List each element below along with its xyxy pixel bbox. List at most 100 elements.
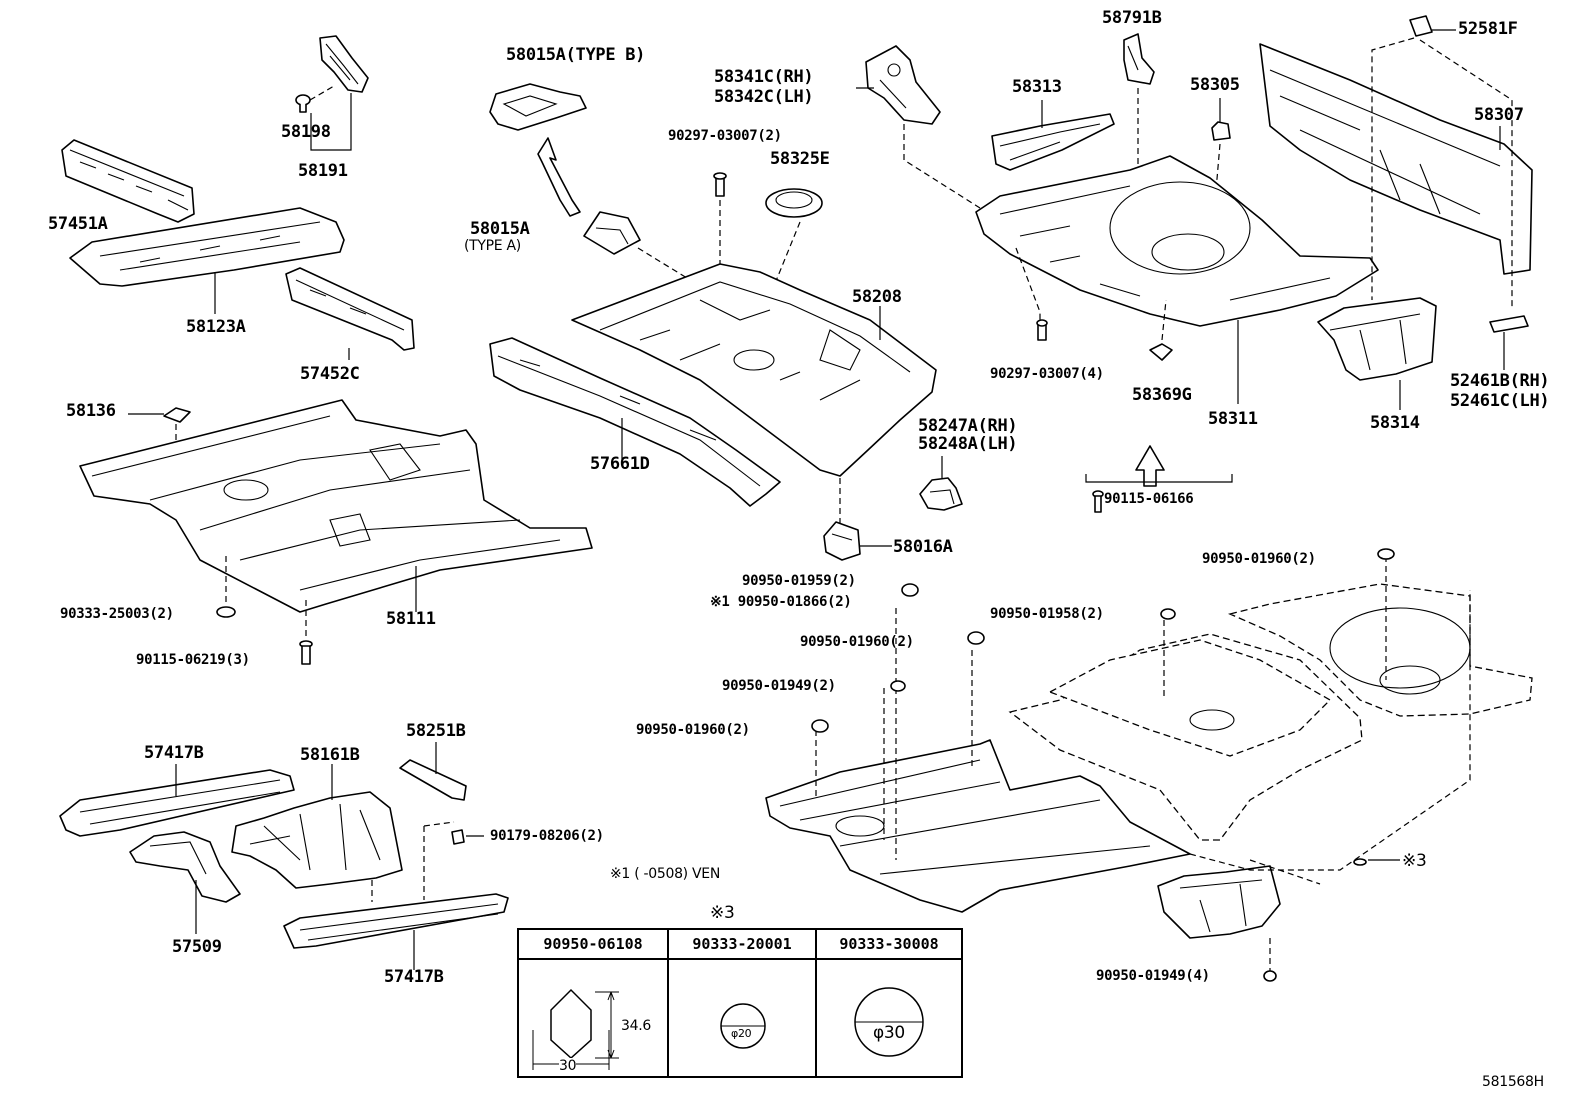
label-58369G: 58369G xyxy=(1132,385,1192,405)
note-ven: ※1 ( -0508) VEN xyxy=(610,866,720,882)
label-58191: 58191 xyxy=(298,161,348,181)
dash-leader xyxy=(309,85,335,101)
dash-leader xyxy=(1371,37,1513,310)
bolt-90115-06166-drawing xyxy=(1092,490,1104,513)
label-90950-01949-2: 90950-01949(2) xyxy=(722,678,836,694)
label-90950-01958: 90950-01958(2) xyxy=(990,606,1104,622)
hex-plug-icon xyxy=(532,988,619,1070)
part-58111-drawing xyxy=(79,399,593,613)
dash-leader xyxy=(1189,590,1471,871)
round-plug-small-icon xyxy=(720,1003,766,1049)
part-58251B-drawing xyxy=(399,759,467,801)
bolt-90297-4-drawing xyxy=(1036,319,1048,341)
dash-leader xyxy=(423,821,455,900)
label-90950-01960-low: 90950-01960(2) xyxy=(636,722,750,738)
label-58791B: 58791B xyxy=(1102,8,1162,28)
part-58305-drawing xyxy=(1211,121,1231,141)
large-diameter-label: φ30 xyxy=(873,1023,905,1043)
label-90297-03007-2: 90297-03007(2) xyxy=(668,128,782,144)
label-57509: 57509 xyxy=(172,937,222,957)
part-58791B-drawing xyxy=(1123,33,1155,85)
clip-90179-08206-drawing xyxy=(451,829,465,845)
bracket-leader-58191 xyxy=(310,93,352,151)
dash-leader xyxy=(815,556,1387,972)
table-mark: ※3 xyxy=(710,903,735,923)
part-57509-drawing xyxy=(129,831,241,903)
label-58015A-typeB: 58015A(TYPE B) xyxy=(506,45,646,65)
label-58311: 58311 xyxy=(1208,409,1258,429)
part-58136-drawing xyxy=(163,407,191,423)
label-58307: 58307 xyxy=(1474,105,1524,125)
part-58247A-drawing xyxy=(919,477,963,511)
label-58123A: 58123A xyxy=(186,317,246,337)
plug-90333-25003-drawing xyxy=(216,606,236,618)
table-header-3: 90333-30008 xyxy=(817,930,961,960)
label-58341C: 58341C(RH) xyxy=(714,67,814,87)
label-58305: 58305 xyxy=(1190,75,1240,95)
part-58016A-drawing xyxy=(823,521,861,561)
part-58314-drawing xyxy=(1317,297,1437,381)
label-52581F: 52581F xyxy=(1458,19,1518,39)
part-58161B-drawing xyxy=(231,791,403,889)
part-58208-drawing xyxy=(571,263,937,477)
dash-leader xyxy=(903,124,981,209)
part-57661D-drawing xyxy=(489,337,781,507)
label-57661D: 57661D xyxy=(590,454,650,474)
label-90179-08206: 90179-08206(2) xyxy=(490,828,604,844)
label-90950-01959: 90950-01959(2) xyxy=(742,573,856,589)
label-57451A: 57451A xyxy=(48,214,108,234)
table-header-1: 90950-06108 xyxy=(519,930,669,960)
part-57452C-drawing xyxy=(285,267,415,351)
label-58111: 58111 xyxy=(386,609,436,629)
label-90333-25003: 90333-25003(2) xyxy=(60,606,174,622)
part-58198-drawing xyxy=(295,94,311,113)
label-57417B-lower: 57417B xyxy=(384,967,444,987)
part-58123A-drawing xyxy=(69,207,345,287)
grommets-drawing xyxy=(811,548,1395,982)
label-58325E: 58325E xyxy=(770,149,830,169)
label-57452C: 57452C xyxy=(300,364,360,384)
small-diameter-label: φ20 xyxy=(731,1027,752,1040)
dash-leader xyxy=(1161,299,1167,341)
label-52461B: 52461B(RH) xyxy=(1450,371,1550,391)
arrow-up-icon xyxy=(1135,445,1165,487)
table-cell-large-plug: φ30 xyxy=(817,960,961,1078)
label-52461C: 52461C(LH) xyxy=(1450,391,1550,411)
group-bracket xyxy=(1085,474,1233,483)
label-58314: 58314 xyxy=(1370,413,1420,433)
part-57417B-upper-drawing xyxy=(59,769,295,837)
label-90115-06219: 90115-06219(3) xyxy=(136,652,250,668)
label-58015A-typeA-note: (TYPE A) xyxy=(464,238,521,254)
label-90297-03007-4: 90297-03007(4) xyxy=(990,366,1104,382)
part-52581F-drawing xyxy=(1409,15,1433,37)
label-90950-01960-top: 90950-01960(2) xyxy=(1202,551,1316,567)
part-57417B-lower-drawing xyxy=(283,893,509,949)
part-58015A-typeA-drawing xyxy=(583,211,641,255)
part-58311-drawing xyxy=(975,155,1379,327)
label-58198: 58198 xyxy=(281,122,331,142)
part-58369G-drawing xyxy=(1149,343,1173,361)
table-cell-hex-plug: 34.6 30 xyxy=(519,960,669,1078)
bolt-90297-drawing xyxy=(713,172,727,197)
plug-58325E-drawing xyxy=(765,188,823,218)
round-plug-large-icon xyxy=(854,987,924,1057)
label-58313: 58313 xyxy=(1012,77,1062,97)
label-mark3: ※3 xyxy=(1402,851,1427,871)
diagram-id: 581568H xyxy=(1482,1074,1544,1090)
part-58191-drawing xyxy=(319,35,369,93)
label-58342C: 58342C(LH) xyxy=(714,87,814,107)
label-58136: 58136 xyxy=(66,401,116,421)
table-header-2: 90333-20001 xyxy=(669,930,817,960)
label-58248A: 58248A(LH) xyxy=(918,434,1018,454)
label-57417B-upper: 57417B xyxy=(144,743,204,763)
label-58016A: 58016A xyxy=(893,537,953,557)
label-58251B: 58251B xyxy=(406,721,466,741)
part-58015A-typeB-drawing xyxy=(489,83,587,131)
label-90950-01866: ※1 90950-01866(2) xyxy=(710,594,852,610)
part-58341C-drawing xyxy=(865,45,941,125)
plug-size-table: 90950-06108 90333-20001 90333-30008 34.6… xyxy=(517,928,963,1078)
assembled-floor-drawing xyxy=(765,583,1533,939)
table-cell-small-plug: φ20 xyxy=(669,960,817,1078)
